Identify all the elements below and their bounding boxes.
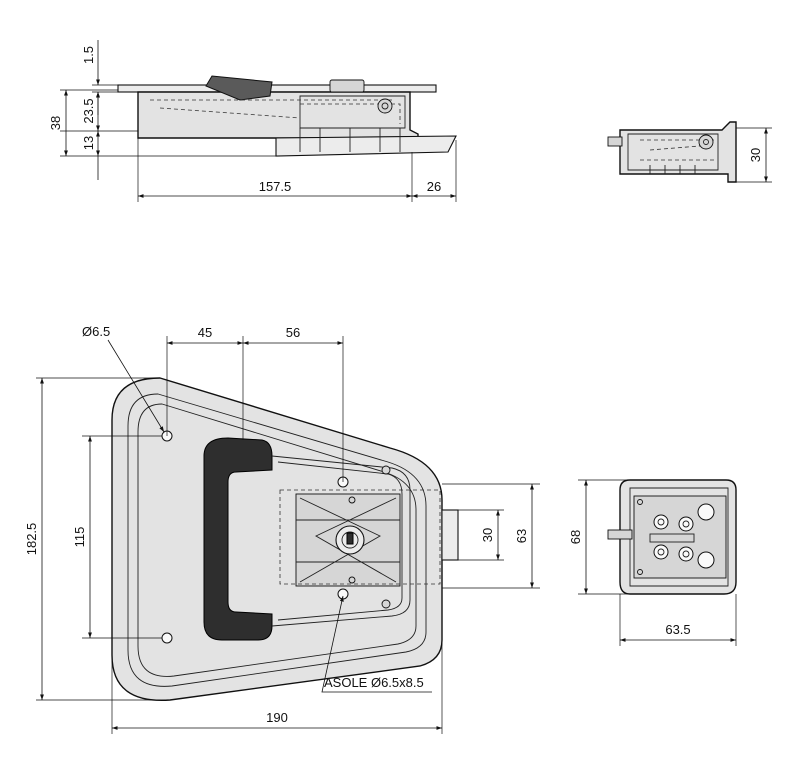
side-view: [607, 121, 737, 183]
dim-total-depth: 38: [48, 116, 63, 130]
side-view-body: [619, 121, 737, 183]
dim-hole-to-handle: 45: [198, 325, 212, 340]
dim-hole-pitch: 115: [72, 527, 87, 548]
dim-side-depth: 30: [748, 148, 763, 162]
front-view-hole-bottom: [161, 632, 173, 644]
front-view-recess: [127, 393, 427, 687]
dim-bolt-projection: 26: [427, 179, 441, 194]
note-slot: ASOLE Ø6.5x8.5: [324, 675, 424, 690]
rear-view: [607, 479, 737, 595]
dim-rear-width: 63.5: [665, 622, 690, 637]
top-view: [117, 75, 457, 157]
dim-housing-height: 63: [514, 529, 529, 543]
dim-handle-to-slot: 56: [286, 325, 300, 340]
side-view-dimensions: 30: [736, 127, 772, 183]
dim-bolt-depth: 13: [81, 136, 96, 150]
dim-flange-thickness: 1.5: [81, 46, 96, 64]
top-view-body: [137, 91, 419, 139]
rear-view-dimensions: 68 63.5: [568, 479, 737, 646]
top-view-flange: [117, 84, 437, 93]
top-view-dimensions: 1.5 23.5 38 13 157.5 26: [48, 40, 457, 202]
top-view-lock-cylinder: [329, 79, 365, 93]
front-view-handle: [203, 437, 273, 641]
top-view-handle-lever: [205, 75, 273, 101]
dim-hole-diameter: Ø6.5: [82, 324, 110, 339]
dim-rear-height: 68: [568, 530, 583, 544]
dim-total-height: 182.5: [24, 523, 39, 556]
dim-total-width: 190: [266, 710, 288, 725]
dim-bolt-height: 30: [480, 528, 495, 542]
top-view-bolt: [275, 135, 457, 157]
front-view: [111, 377, 459, 701]
dim-body-depth: 23.5: [81, 98, 96, 123]
front-view-dimensions: 45 56 Ø6.5 182.5 115 30 63 190 ASOLE Ø6.…: [24, 324, 540, 734]
front-view-bolt: [441, 509, 459, 561]
dim-body-length: 157.5: [259, 179, 292, 194]
